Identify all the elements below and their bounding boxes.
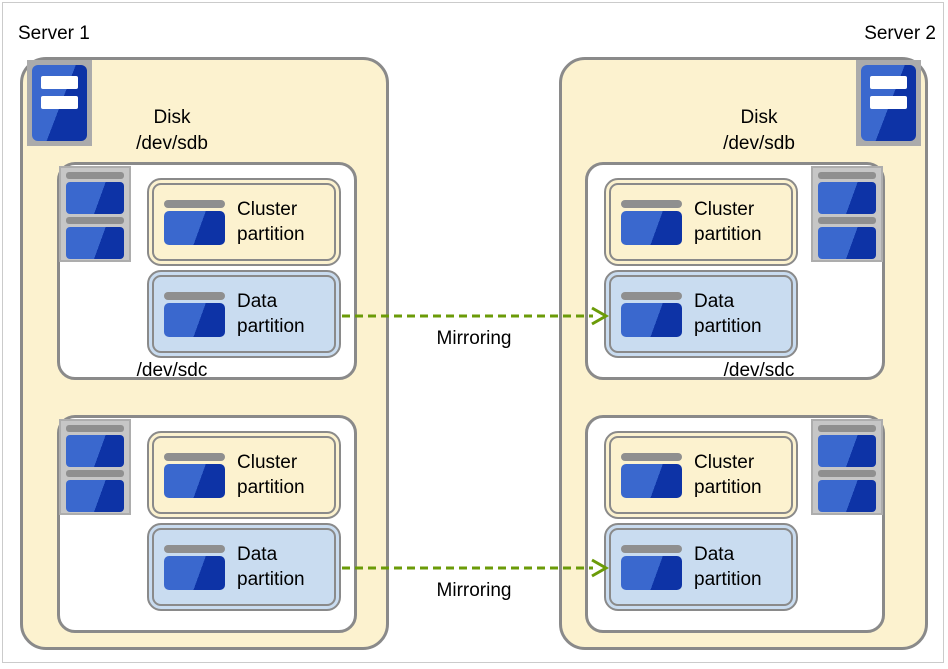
- disk-icon: [164, 291, 225, 337]
- cluster-partition-inner: Cluster partition: [609, 183, 793, 261]
- data-partition-inner: Data partition: [152, 528, 336, 606]
- disk-cap-bar: [818, 172, 876, 179]
- disk-icon: [621, 291, 682, 337]
- data-partition-inner: Data partition: [609, 275, 793, 353]
- data-partition: Data partition: [147, 270, 341, 358]
- disk-icon: [164, 452, 225, 498]
- disk-platter-icon: [164, 302, 225, 337]
- disk-cap-bar: [164, 291, 225, 300]
- mirroring-label: Mirroring: [436, 328, 512, 349]
- disk-platter-icon: [66, 182, 124, 214]
- disk-icon: [621, 199, 682, 245]
- disk-cap-bar: [621, 452, 682, 461]
- disk-title-line2: /dev/sdb: [723, 133, 795, 154]
- disk-stack-icon: [59, 166, 131, 262]
- disk-box-sdc: Cluster partition Data partition: [585, 415, 885, 633]
- disk-cap-bar: [164, 199, 225, 208]
- disk-platter-icon: [818, 182, 876, 214]
- server-slot-bar: [41, 96, 78, 109]
- partition-label: Data partition: [694, 291, 762, 337]
- data-partition-inner: Data partition: [152, 275, 336, 353]
- mirroring-arrow-icon: [342, 558, 610, 578]
- disk-platter-icon: [818, 227, 876, 259]
- server-tower-icon: [861, 65, 916, 141]
- cluster-partition: Cluster partition: [604, 178, 798, 266]
- cluster-partition: Cluster partition: [147, 178, 341, 266]
- disk-platter-icon: [621, 210, 682, 245]
- partition-label: Data partition: [694, 544, 762, 590]
- disk-cap-bar: [621, 199, 682, 208]
- cluster-partition-inner: Cluster partition: [609, 436, 793, 514]
- server-tower-icon: [32, 65, 87, 141]
- data-partition-inner: Data partition: [609, 528, 793, 606]
- disk-cap-bar: [818, 217, 876, 224]
- disk-title-line1: Disk: [153, 107, 191, 128]
- disk-cap-bar: [66, 172, 124, 179]
- partition-label: Data partition: [237, 291, 305, 337]
- disk-stack-icon: [59, 419, 131, 515]
- cluster-partition-inner: Cluster partition: [152, 436, 336, 514]
- partition-label: Cluster partition: [237, 452, 305, 498]
- disk-box-sdc: Cluster partition Data partition: [57, 415, 357, 633]
- server2-box: Disk /dev/sdb Cluster partition: [559, 57, 928, 650]
- data-partition: Data partition: [604, 270, 798, 358]
- disk-platter-icon: [66, 480, 124, 512]
- disk-cap-bar: [818, 470, 876, 477]
- disk-platter-icon: [66, 227, 124, 259]
- cluster-partition: Cluster partition: [147, 431, 341, 519]
- disk-title-sdc: /dev/sdc: [679, 358, 839, 384]
- disk-cap-bar: [66, 217, 124, 224]
- disk-stack-icon: [811, 166, 883, 262]
- disk-platter-icon: [818, 480, 876, 512]
- disk-stack-icon: [811, 419, 883, 515]
- server1-label: Server 1: [18, 23, 90, 44]
- disk-icon: [164, 544, 225, 590]
- disk-cap-bar: [621, 291, 682, 300]
- server-slot-bar: [870, 76, 907, 89]
- server-slot-bar: [870, 96, 907, 109]
- partition-label: Cluster partition: [237, 199, 305, 245]
- disk-title-line2: /dev/sdc: [723, 360, 795, 381]
- server2-label: Server 2: [864, 23, 936, 44]
- server-icon: [856, 60, 921, 146]
- disk-cap-bar: [164, 544, 225, 553]
- disk-title-sdb: Disk /dev/sdb: [679, 105, 839, 157]
- disk-platter-icon: [621, 555, 682, 590]
- disk-title-line1: Disk: [740, 107, 778, 128]
- disk-box-sdb: Cluster partition Data partition: [585, 162, 885, 380]
- disk-title-line2: /dev/sdc: [136, 360, 208, 381]
- disk-icon: [621, 452, 682, 498]
- disk-platter-icon: [818, 435, 876, 467]
- server-slot-bar: [41, 76, 78, 89]
- server1-box: Disk /dev/sdb Cluster partition: [20, 57, 389, 650]
- disk-cap-bar: [164, 452, 225, 461]
- disk-platter-icon: [621, 302, 682, 337]
- disk-title-sdb: Disk /dev/sdb: [92, 105, 252, 157]
- partition-label: Cluster partition: [694, 452, 762, 498]
- disk-platter-icon: [164, 555, 225, 590]
- disk-platter-icon: [164, 463, 225, 498]
- cluster-partition: Cluster partition: [604, 431, 798, 519]
- partition-label: Cluster partition: [694, 199, 762, 245]
- partition-label: Data partition: [237, 544, 305, 590]
- disk-cap-bar: [66, 425, 124, 432]
- cluster-partition-inner: Cluster partition: [152, 183, 336, 261]
- data-partition: Data partition: [604, 523, 798, 611]
- disk-title-line2: /dev/sdb: [136, 133, 208, 154]
- disk-icon: [621, 544, 682, 590]
- mirroring-label: Mirroring: [436, 580, 512, 601]
- disk-cap-bar: [818, 425, 876, 432]
- disk-box-sdb: Cluster partition Data partition: [57, 162, 357, 380]
- mirroring-arrow-icon: [342, 306, 610, 326]
- disk-cap-bar: [621, 544, 682, 553]
- disk-platter-icon: [621, 463, 682, 498]
- disk-cap-bar: [66, 470, 124, 477]
- disk-icon: [164, 199, 225, 245]
- server-icon: [27, 60, 92, 146]
- disk-platter-icon: [66, 435, 124, 467]
- disk-title-sdc: /dev/sdc: [92, 358, 252, 384]
- data-partition: Data partition: [147, 523, 341, 611]
- disk-platter-icon: [164, 210, 225, 245]
